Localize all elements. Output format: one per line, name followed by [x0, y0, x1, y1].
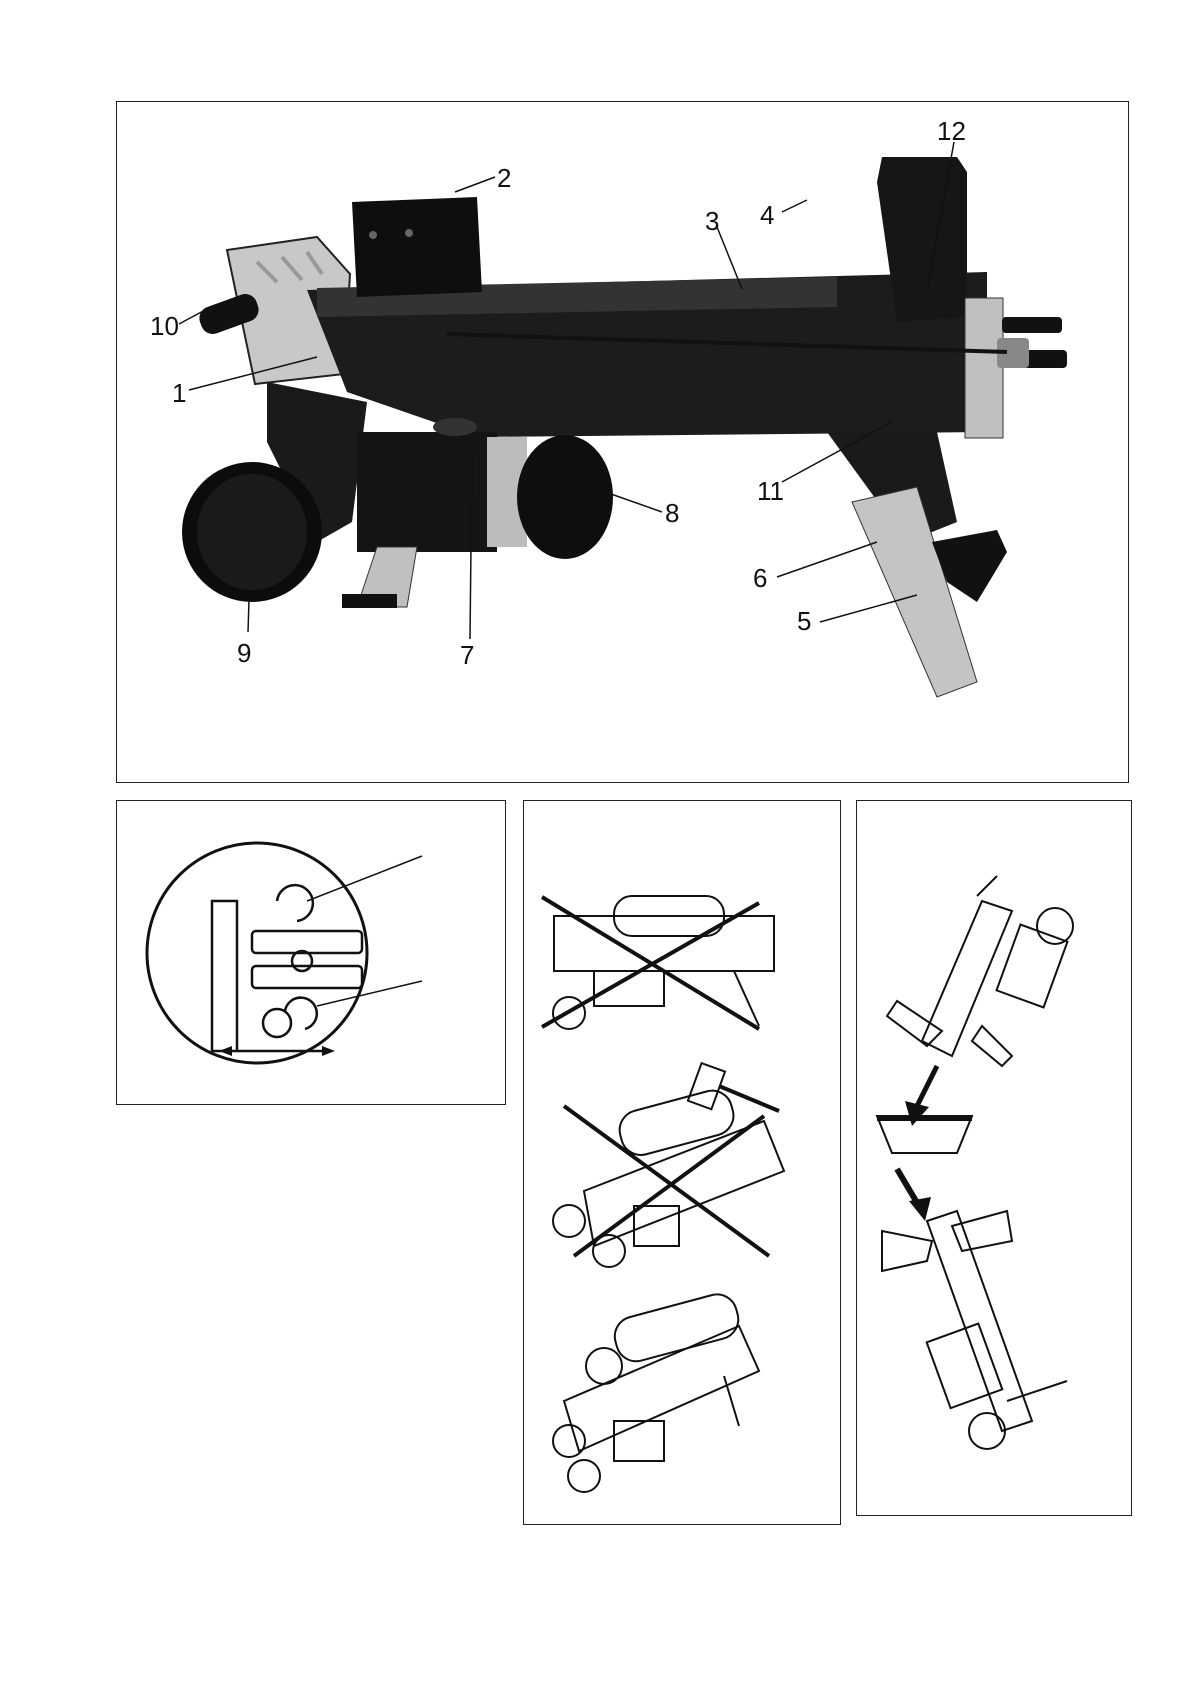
callout-10: 10 [150, 311, 179, 341]
push-block [352, 197, 482, 297]
figure-b-frame [523, 800, 841, 1525]
adjustment-detail-icon [117, 801, 507, 1106]
end-plate [965, 298, 1003, 438]
callout-8: 8 [665, 498, 679, 528]
oil-change-figures [857, 801, 1133, 1517]
oil-cap [433, 418, 477, 436]
clamp [997, 317, 1067, 368]
upright-machine-icon [882, 1211, 1067, 1449]
tilt-machine-icon [887, 876, 1073, 1066]
callout-9: 9 [237, 638, 251, 668]
main-figure-frame: 1 2 3 4 5 6 7 8 9 10 11 12 [116, 101, 1129, 783]
callout-12: 12 [937, 116, 966, 146]
callout-6: 6 [753, 563, 767, 593]
oil-container-icon [877, 1116, 972, 1153]
motor-box [357, 432, 497, 552]
log-placement-figures [524, 801, 842, 1526]
callout-1: 1 [172, 378, 186, 408]
callout-2: 2 [497, 163, 511, 193]
callout-4: 4 [760, 200, 774, 230]
leg-right-metal [852, 487, 977, 697]
motor-cap [517, 435, 613, 559]
oil-drain-icon [897, 1066, 937, 1221]
callout-5: 5 [797, 606, 811, 636]
incorrect-striking-icon [553, 1063, 784, 1267]
log-splitter-illustration: 1 2 3 4 5 6 7 8 9 10 11 12 [117, 102, 1130, 784]
callout-7: 7 [460, 640, 474, 670]
figure-a-frame [116, 800, 506, 1105]
callout-11: 11 [757, 476, 784, 506]
callout-3: 3 [705, 206, 719, 236]
incorrect-log-placement-icon [542, 896, 774, 1029]
figure-c-frame [856, 800, 1132, 1516]
correct-log-placement-icon [553, 1290, 759, 1492]
